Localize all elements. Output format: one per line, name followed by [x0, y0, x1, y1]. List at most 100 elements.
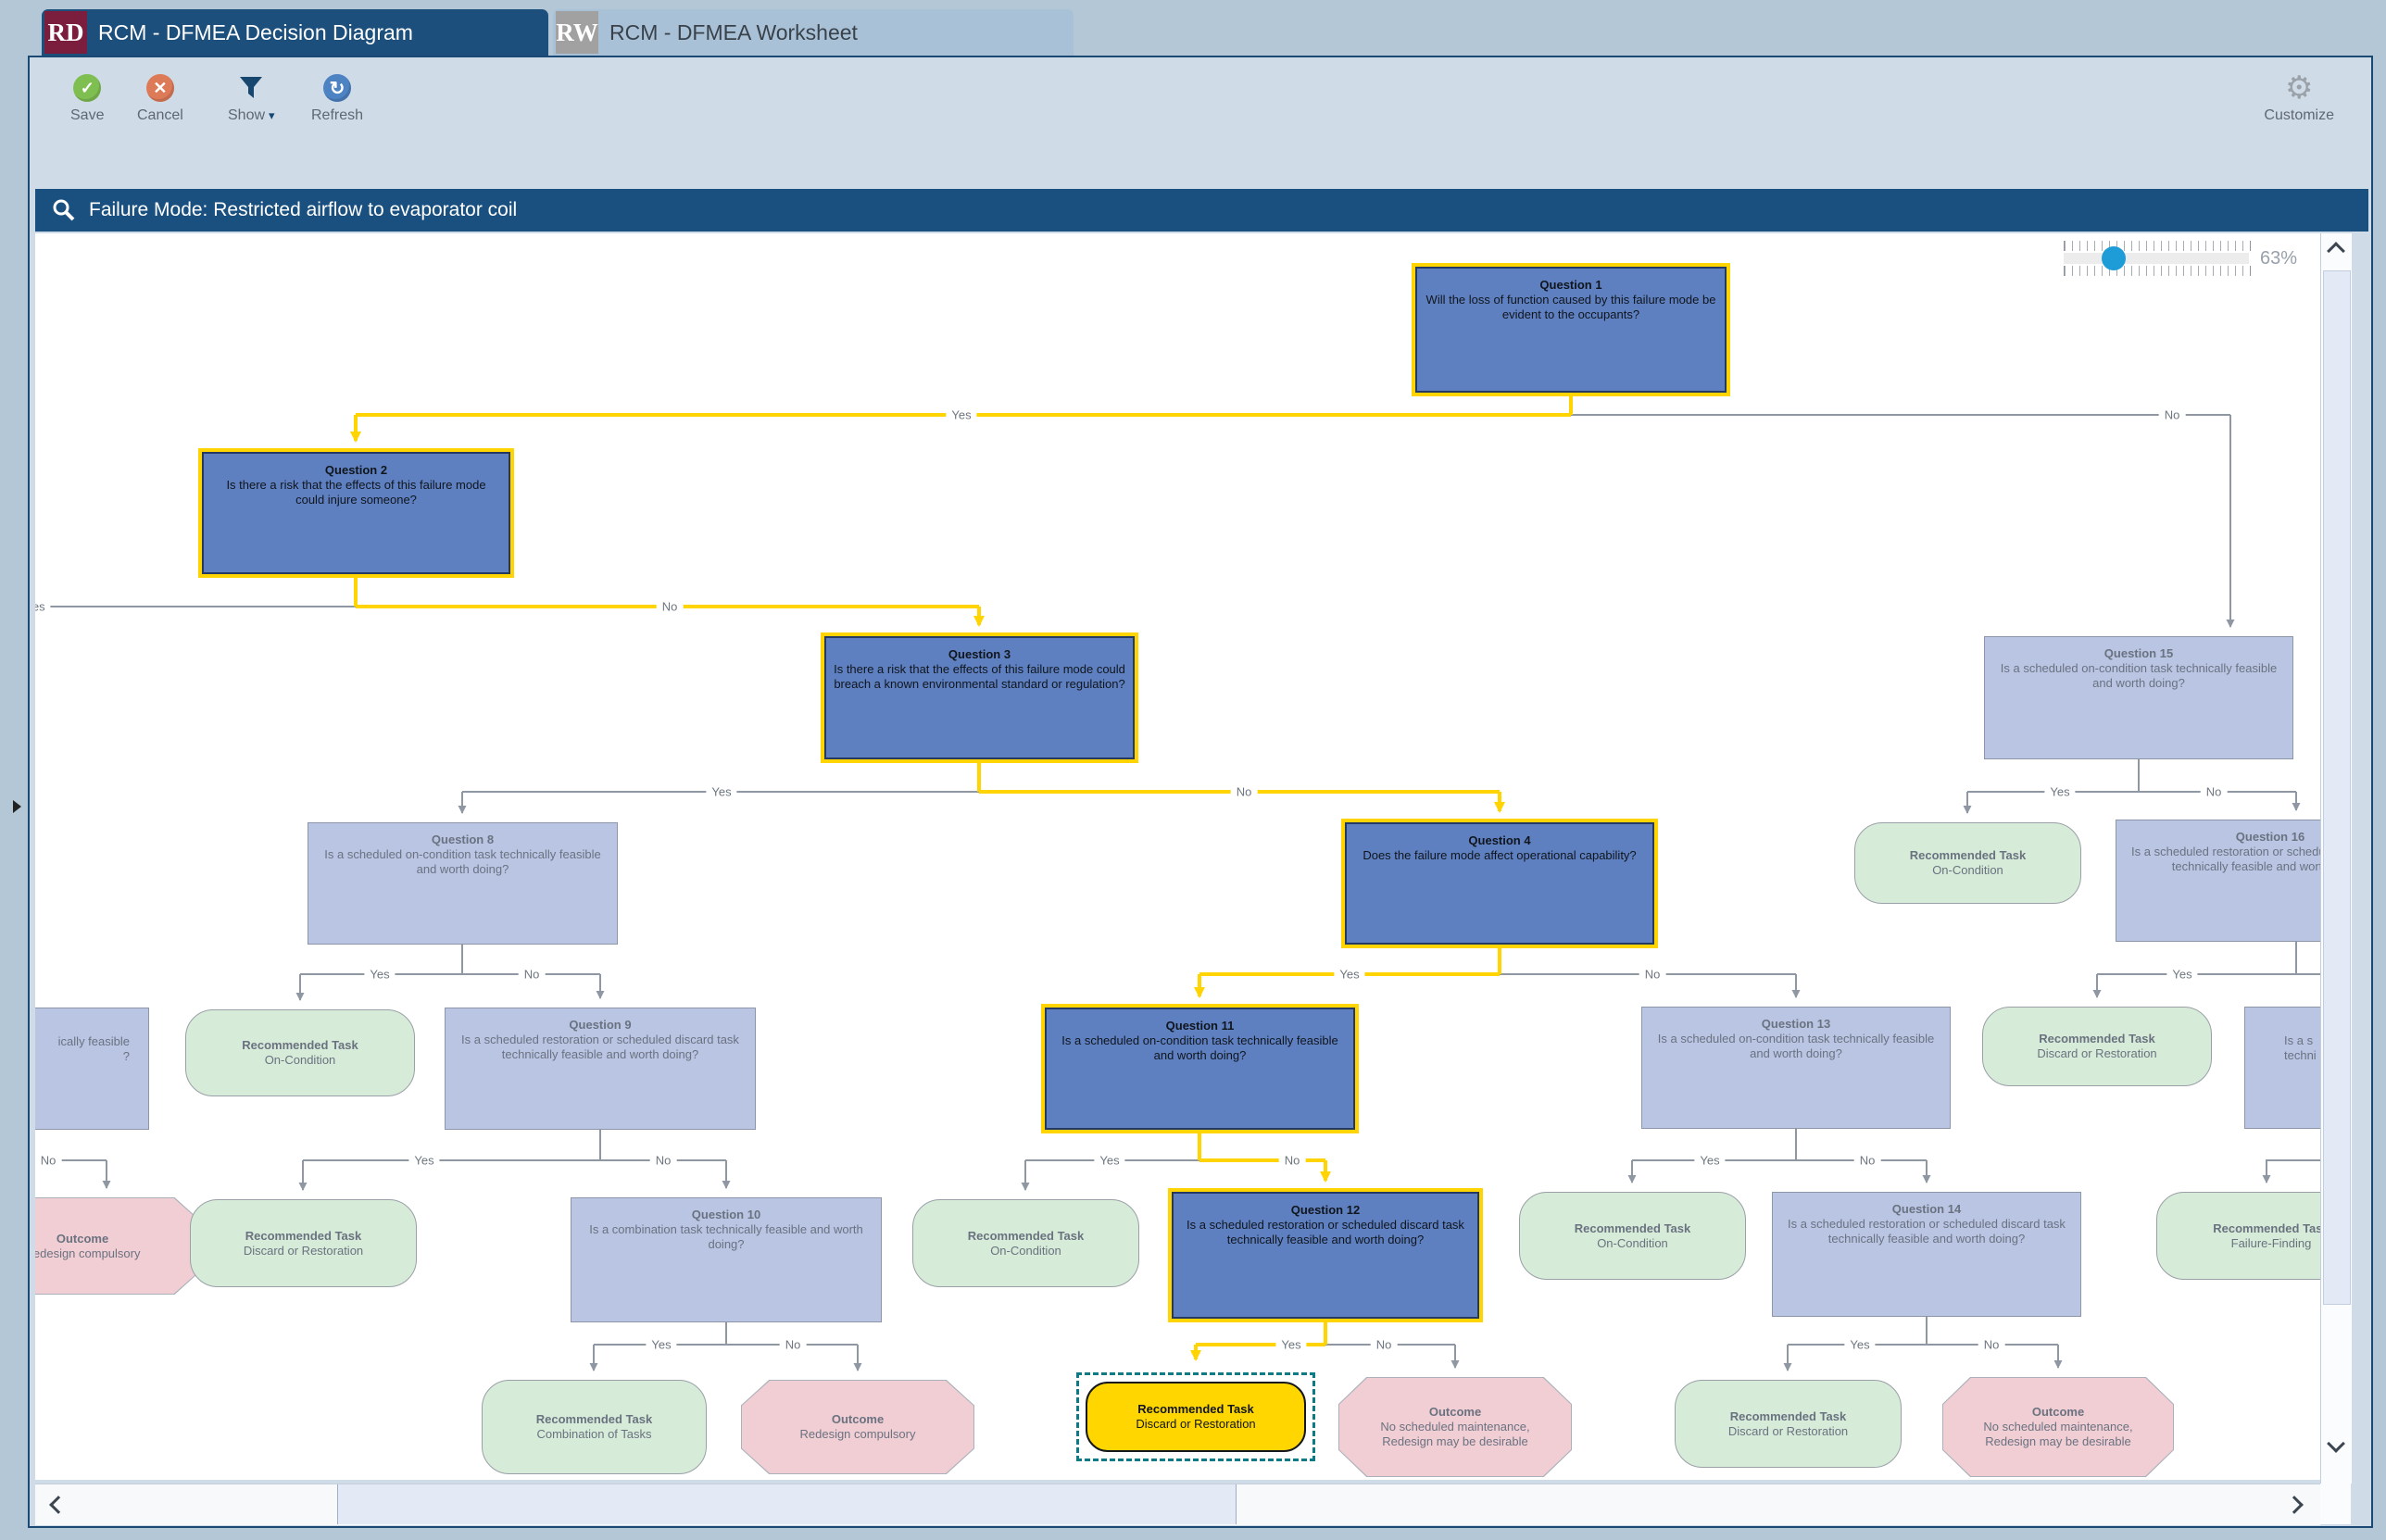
node-text: Discard or Restoration [1727, 1423, 1849, 1438]
node-text: Is a s techni [2284, 1033, 2317, 1062]
zoom-thumb[interactable] [2102, 246, 2126, 270]
node-title: Question 16 [2235, 830, 2305, 844]
zoom-slider[interactable] [2064, 241, 2251, 285]
edge-label-no: No [779, 1337, 807, 1352]
node-title: Question 14 [1891, 1202, 1962, 1216]
gear-icon: ⚙ [2284, 70, 2314, 106]
node-text: Discard or Restoration [1136, 1417, 1256, 1431]
scroll-left-icon[interactable] [49, 1496, 68, 1514]
node-text: Redesign compulsory [799, 1427, 916, 1441]
node-text: Discard or Restoration [2037, 1046, 2157, 1060]
edge-label-no: No [1230, 784, 1258, 799]
save-check-icon: ✓ [73, 74, 102, 102]
node-text: Is a scheduled restoration or scheduled … [1187, 1218, 1464, 1246]
node-text: Failure-Finding [2230, 1235, 2312, 1250]
cancel-button[interactable]: ✕ Cancel [137, 74, 183, 124]
tab-worksheet[interactable]: RW RCM - DFMEA Worksheet [553, 9, 1074, 56]
edge-label-yes: Yes [35, 599, 51, 614]
node-title: Question 12 [1290, 1203, 1361, 1217]
refresh-button[interactable]: ↻ Refresh [311, 74, 363, 124]
vertical-scrollbar-thumb[interactable] [2323, 270, 2351, 1305]
horizontal-scrollbar[interactable] [35, 1484, 2320, 1525]
edge-label-no: No [35, 1153, 62, 1168]
node-text: ically feasible ? [57, 1034, 130, 1063]
node-text: Will the loss of function caused by this… [1425, 293, 1716, 321]
refresh-label: Refresh [311, 107, 364, 123]
failure-mode-title: Failure Mode: Restricted airflow to evap… [89, 199, 518, 220]
edge-label-no: No [1853, 1153, 1881, 1168]
cancel-label: Cancel [137, 107, 183, 123]
show-dropdown-button[interactable]: Show▾ [228, 74, 275, 124]
left-splitter-expand-icon[interactable] [13, 800, 21, 813]
node-title: Question 9 [569, 1018, 632, 1032]
node-text: Redesign compulsory [35, 1246, 141, 1260]
scroll-down-icon[interactable] [2327, 1434, 2345, 1453]
tab-label: RCM - DFMEA Worksheet [609, 19, 858, 44]
edge-label-no: No [2158, 407, 2186, 422]
edge-label-no: No [656, 599, 684, 614]
edge-label-yes: Yes [2044, 784, 2076, 799]
node-qpR[interactable]: Is a s techni [2244, 1007, 2320, 1129]
node-text: Is a scheduled restoration or scheduled … [461, 1033, 739, 1061]
zoom-ticks-top [2064, 241, 2251, 251]
tab-rd-icon: RD [44, 11, 87, 54]
customize-button[interactable]: ⚙ Customize [2264, 70, 2334, 124]
edge-label-no: No [518, 967, 546, 982]
node-text: No scheduled maintenance, Redesign may b… [1983, 1420, 2133, 1448]
edge-label-yes: Yes [1844, 1337, 1876, 1352]
edge-label-no: No [2200, 784, 2228, 799]
tab-label: RCM - DFMEA Decision Diagram [98, 19, 413, 44]
node-title: Question 4 [1468, 833, 1531, 847]
node-text: Is a scheduled on-condition task technic… [324, 847, 601, 876]
edge-label-no: No [1278, 1153, 1306, 1168]
edge-label-yes: Yes [646, 1337, 677, 1352]
node-title: Recommended Task [967, 1228, 1085, 1243]
horizontal-scrollbar-thumb[interactable] [337, 1484, 1237, 1524]
vertical-scrollbar[interactable] [2320, 233, 2352, 1484]
node-text: Combination of Tasks [536, 1427, 652, 1441]
node-text: On-Condition [264, 1053, 336, 1067]
node-title: Question 15 [2103, 646, 2174, 660]
scroll-up-icon[interactable] [2327, 242, 2345, 260]
node-text: Is a scheduled restoration or scheduled … [1788, 1217, 2066, 1246]
node-qpL[interactable]: ically feasible ? [35, 1008, 149, 1130]
node-title: Recommended Task [1909, 848, 2027, 862]
zoom-track[interactable] [2064, 253, 2249, 264]
node-title: Question 10 [691, 1208, 761, 1221]
tab-decision-diagram[interactable]: RD RCM - DFMEA Decision Diagram [42, 9, 548, 56]
node-text: Does the failure mode affect operational… [1363, 848, 1637, 862]
node-text: On-Condition [990, 1243, 1061, 1258]
edge-label-yes: Yes [408, 1153, 440, 1168]
save-button[interactable]: ✓ Save [70, 74, 104, 124]
scroll-right-icon[interactable] [2285, 1496, 2304, 1514]
